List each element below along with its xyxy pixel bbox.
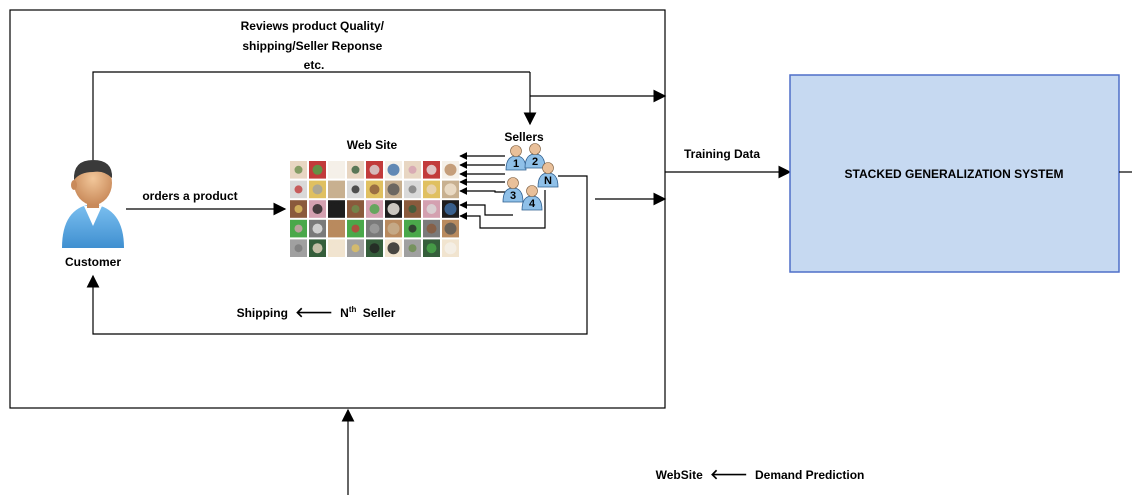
product-thumbnail-item: [444, 163, 457, 176]
seller-person-icon: 3: [502, 177, 524, 203]
product-thumbnail-item: [294, 244, 303, 253]
seller-number: 3: [510, 190, 516, 202]
product-thumbnail-item: [330, 242, 343, 255]
product-thumbnail-item: [408, 185, 417, 194]
product-thumbnail-item: [351, 224, 360, 233]
product-thumbnail-item: [387, 163, 400, 176]
product-thumbnail-item: [369, 204, 380, 214]
product-thumbnail-item: [330, 222, 343, 235]
product-thumbnail-item: [426, 184, 437, 195]
product-thumbnail-item: [444, 183, 457, 196]
product-thumbnail-item: [387, 242, 400, 255]
product-thumbnail-item: [369, 243, 380, 254]
product-thumbnail-item: [387, 183, 400, 196]
product-thumbnail-item: [426, 243, 437, 254]
system-label: STACKED GENERALIZATION SYSTEM: [845, 167, 1064, 181]
product-thumbnail-item: [408, 224, 417, 233]
demand-prediction-label: WebSite 🡐 Demand Prediction: [656, 466, 865, 482]
seller-person-icon: N: [537, 162, 559, 188]
website-label: Web Site: [347, 138, 398, 152]
product-thumbnail-item: [351, 165, 360, 174]
product-thumbnail-item: [312, 204, 323, 214]
sellers-icon-group: 1 2 3 N4: [502, 143, 559, 211]
product-thumbnail-item: [387, 203, 400, 215]
seller-person-icon: 4: [521, 185, 543, 211]
product-thumbnail-item: [351, 205, 360, 213]
reviews-label: Reviews product Quality/ shipping/Seller…: [241, 19, 388, 72]
product-thumbnail-item: [387, 222, 400, 235]
product-thumbnail-item: [294, 165, 303, 174]
product-thumbnail-item: [426, 204, 437, 214]
customer-label: Customer: [65, 255, 121, 269]
product-thumbnail-item: [426, 223, 437, 234]
product-thumbnail-item: [294, 205, 303, 213]
seller-number: 2: [532, 156, 538, 168]
training-data-label: Training Data: [684, 147, 760, 161]
product-thumbnail-item: [312, 223, 323, 234]
product-thumbnail-item: [408, 205, 417, 213]
nth-seller-connector: [86, 175, 588, 335]
shipping-label: Shipping 🡐 Nth Seller: [237, 301, 396, 320]
product-thumbnail-item: [330, 203, 343, 215]
product-thumbnail-item: [312, 164, 323, 175]
product-thumbnail-item: [294, 185, 303, 194]
seller-to-website-arrows: [459, 152, 546, 229]
product-thumbnail-item: [444, 203, 457, 215]
product-thumbnail-item: [408, 165, 417, 174]
product-thumbnail-item: [351, 185, 360, 194]
seller-number: 1: [513, 158, 519, 170]
product-thumbnail-item: [330, 183, 343, 196]
website-product-collage: [290, 161, 459, 257]
reviews-connector: [92, 71, 530, 160]
product-thumbnail-item: [312, 184, 323, 195]
product-thumbnail-item: [444, 222, 457, 235]
product-thumbnail-item: [426, 164, 437, 175]
stacked-generalization-system-box: [789, 74, 1120, 273]
seller-number: 4: [529, 198, 536, 210]
product-thumbnail-item: [369, 164, 380, 175]
customer-icon: [62, 160, 124, 248]
product-thumbnail-item: [294, 224, 303, 233]
product-thumbnail-item: [369, 184, 380, 195]
product-thumbnail-item: [330, 163, 343, 176]
website-environment-box: [9, 9, 666, 409]
sellers-label: Sellers: [504, 130, 544, 144]
orders-label: orders a product: [142, 189, 237, 203]
seller-person-icon: 1: [505, 145, 527, 171]
product-thumbnail-item: [369, 223, 380, 234]
product-thumbnail-item: [312, 243, 323, 254]
product-thumbnail-item: [444, 242, 457, 255]
product-thumbnail-item: [408, 244, 417, 253]
product-thumbnail-item: [351, 244, 360, 253]
seller-person-icon: 2: [524, 143, 546, 169]
seller-number: N: [544, 175, 552, 187]
